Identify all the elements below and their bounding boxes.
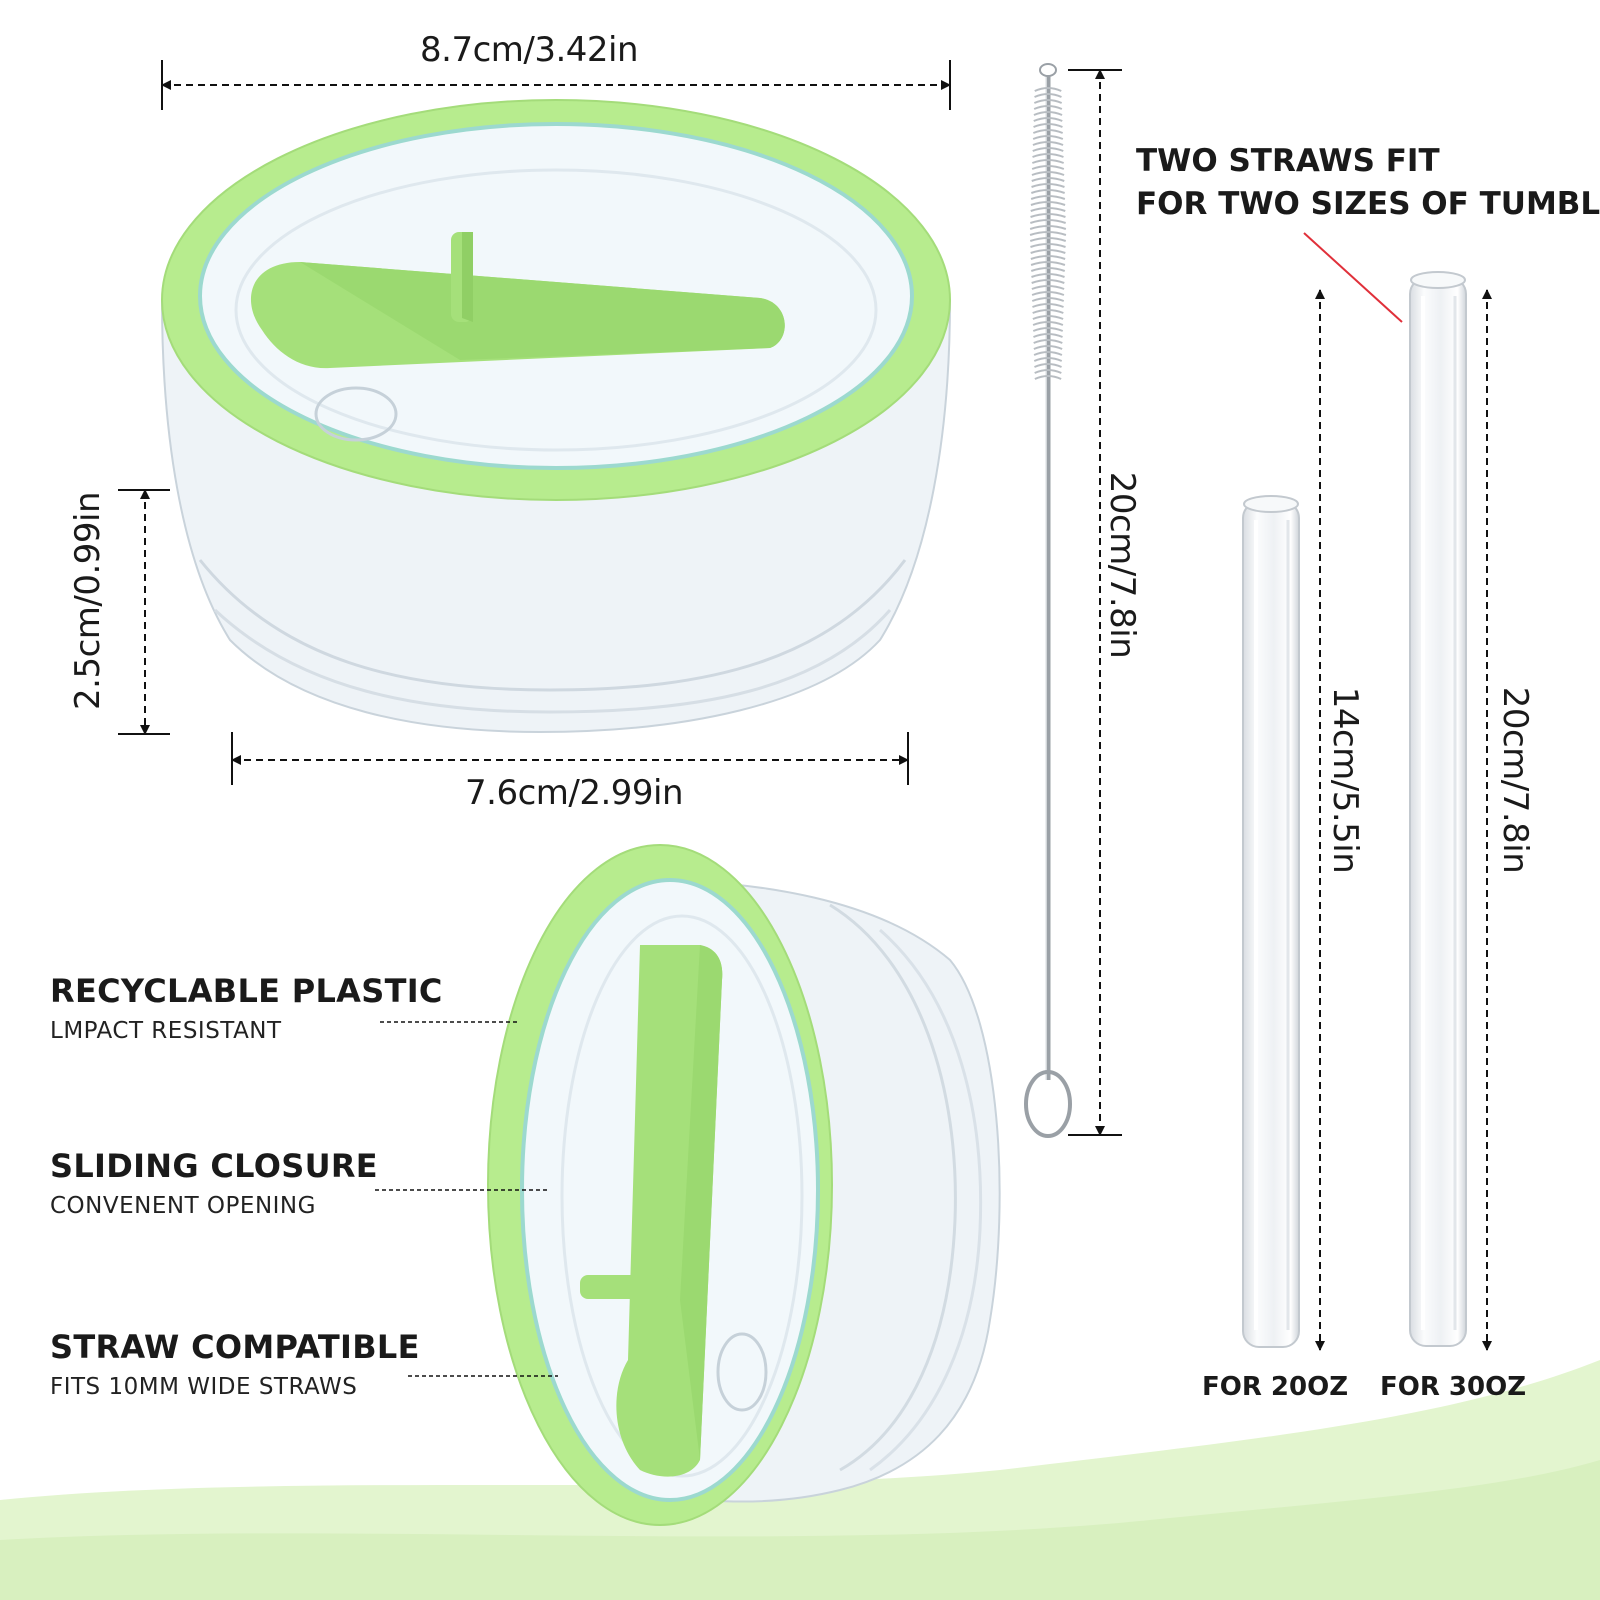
bristle-coil bbox=[1030, 243, 1066, 248]
long-straw bbox=[1409, 271, 1467, 1347]
bristle-coil bbox=[1034, 363, 1062, 368]
bristle-coil bbox=[1033, 345, 1063, 350]
bristle-coil bbox=[1032, 129, 1064, 134]
brush-bristles bbox=[1029, 87, 1067, 380]
feature-subtitle: LMPACT RESISTANT bbox=[50, 1018, 282, 1044]
bristle-coil bbox=[1032, 327, 1064, 332]
bristle-coil bbox=[1031, 279, 1065, 284]
bristle-coil bbox=[1030, 195, 1066, 200]
bristle-coil bbox=[1031, 165, 1065, 170]
bristle-coil bbox=[1033, 339, 1063, 344]
brush-length-label: 20cm/7.8in bbox=[1102, 471, 1142, 659]
bristle-coil bbox=[1034, 369, 1062, 374]
bristle-coil bbox=[1031, 171, 1065, 176]
bottom-lid bbox=[487, 844, 1001, 1526]
bristle-coil bbox=[1030, 249, 1066, 254]
bristle-coil bbox=[1033, 333, 1063, 338]
feature-sliding: SLIDING CLOSURE CONVENENT OPENING bbox=[50, 1147, 378, 1219]
bristle-coil bbox=[1033, 351, 1063, 356]
bristle-coil bbox=[1033, 111, 1063, 116]
long-straw-size-label: FOR 30OZ bbox=[1380, 1372, 1527, 1402]
bristle-coil bbox=[1034, 87, 1062, 92]
feature-subtitle: CONVENENT OPENING bbox=[50, 1193, 316, 1219]
feature-title: RECYCLABLE PLASTIC bbox=[50, 972, 443, 1010]
bristle-coil bbox=[1031, 183, 1065, 188]
bristle-coil bbox=[1031, 273, 1065, 278]
lid-top-width-label: 8.7cm/3.42in bbox=[420, 30, 639, 70]
bristle-coil bbox=[1029, 237, 1067, 242]
bristle-coil bbox=[1033, 123, 1063, 128]
short-straw-size-label: FOR 20OZ bbox=[1202, 1372, 1349, 1402]
bristle-coil bbox=[1033, 99, 1063, 104]
bristle-coil bbox=[1029, 225, 1067, 230]
bristle-coil bbox=[1032, 303, 1064, 308]
cleaning-brush bbox=[1024, 63, 1072, 1138]
bristle-coil bbox=[1030, 189, 1066, 194]
bristle-coil bbox=[1031, 285, 1065, 290]
short-straw bbox=[1242, 495, 1300, 1348]
feature-recyclable: RECYCLABLE PLASTIC LMPACT RESISTANT bbox=[50, 972, 443, 1044]
bristle-coil bbox=[1032, 135, 1064, 140]
bristle-coil bbox=[1030, 219, 1066, 224]
feature-subtitle: FITS 10MM WIDE STRAWS bbox=[50, 1374, 358, 1400]
bristle-coil bbox=[1030, 207, 1066, 212]
bristle-coil bbox=[1031, 297, 1065, 302]
bristle-coil bbox=[1033, 357, 1063, 362]
bristle-coil bbox=[1030, 255, 1066, 260]
bristle-coil bbox=[1032, 309, 1064, 314]
top-lid bbox=[160, 99, 952, 734]
bristle-coil bbox=[1032, 315, 1064, 320]
bristle-coil bbox=[1033, 117, 1063, 122]
bristle-coil bbox=[1034, 375, 1062, 380]
slider-tab-side bbox=[580, 945, 768, 1477]
feature-title: STRAW COMPATIBLE bbox=[50, 1328, 420, 1366]
background-wave-highlight bbox=[0, 1460, 1600, 1600]
bristle-coil bbox=[1031, 177, 1065, 182]
long-straw-length-label: 20cm/7.8in bbox=[1495, 686, 1535, 874]
feature-straw-compatible: STRAW COMPATIBLE FITS 10MM WIDE STRAWS bbox=[50, 1328, 420, 1400]
callout-pointer bbox=[1303, 232, 1403, 323]
bristle-coil bbox=[1030, 267, 1066, 272]
bristle-coil bbox=[1033, 105, 1063, 110]
bristle-coil bbox=[1032, 147, 1064, 152]
bristle-coil bbox=[1030, 201, 1066, 206]
slider-tab bbox=[250, 232, 785, 442]
callout-line-2: FOR TWO SIZES OF TUMBLER bbox=[1136, 186, 1600, 222]
bristle-coil bbox=[1032, 141, 1064, 146]
lid-bottom-width-label: 7.6cm/2.99in bbox=[465, 773, 684, 813]
bristle-coil bbox=[1030, 261, 1066, 266]
bristle-coil bbox=[1031, 159, 1065, 164]
lid-height-label: 2.5cm/0.99in bbox=[68, 491, 108, 710]
short-straw-length-label: 14cm/5.5in bbox=[1325, 686, 1365, 874]
bristle-coil bbox=[1029, 231, 1067, 236]
bristle-coil bbox=[1030, 213, 1066, 218]
bristle-coil bbox=[1031, 291, 1065, 296]
straw-callout: TWO STRAWS FIT FOR TWO SIZES OF TUMBLER bbox=[1136, 140, 1600, 226]
bristle-coil bbox=[1032, 153, 1064, 158]
bristle-coil bbox=[1032, 321, 1064, 326]
bristle-coil bbox=[1034, 93, 1062, 98]
feature-title: SLIDING CLOSURE bbox=[50, 1147, 378, 1185]
callout-line-1: TWO STRAWS FIT bbox=[1136, 143, 1440, 179]
